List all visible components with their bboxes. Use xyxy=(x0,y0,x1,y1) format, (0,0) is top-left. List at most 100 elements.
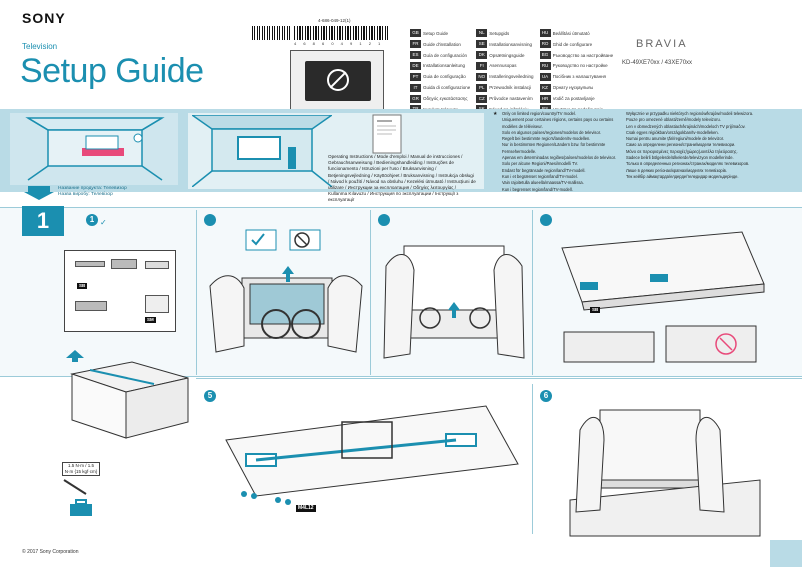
cover-illustration xyxy=(290,50,384,112)
product-category: Television xyxy=(22,42,58,51)
language-name: Installationsanvisning xyxy=(489,41,533,47)
region-note: Regelt bei bestimmte regio's/landen/tv-m… xyxy=(502,136,591,142)
stand-tag-2: SB xyxy=(590,307,601,313)
language-name: Орнату нұсқаулығы xyxy=(552,85,594,91)
region-note: Μόνο σε περιορισμένες περιοχές/χώρες/μον… xyxy=(626,148,738,154)
substep-2-badge xyxy=(204,214,216,226)
panel-divider xyxy=(532,210,533,375)
language-code: UA xyxy=(539,72,551,81)
language-code: SE xyxy=(476,40,488,49)
language-code: NL xyxy=(476,29,488,38)
product-name-ua: Назва виробу: Телевізор xyxy=(58,192,113,197)
region-note: Nur in bestimmten Regionen/Ländern bzw. … xyxy=(502,142,606,154)
language-code: IT xyxy=(410,83,421,92)
model-numbers: KD-49XE70xx / 43XE70xx xyxy=(622,60,693,66)
language-code: NO xyxy=(476,72,488,81)
substep-6-badge: 6 xyxy=(540,390,552,402)
language-name: Guida di configurazione xyxy=(423,85,471,91)
region-note: Kun i et begrænset region/land/TV-model. xyxy=(502,173,578,179)
manual-booklet-icon xyxy=(372,114,402,154)
panel-divider xyxy=(370,210,371,375)
language-name: Ghid de configurare xyxy=(552,41,593,47)
product-name-label: Название продукта: Телевизор Назва вироб… xyxy=(58,186,127,198)
room-wall-illustration xyxy=(192,115,332,187)
document-number: 4-686-049-12(1) xyxy=(318,18,351,23)
arrow-up-icon xyxy=(66,350,84,362)
region-note: Only on limited region/country/TV model. xyxy=(502,111,576,116)
operating-instructions-list: Operating Instructions / Mode d'emploi /… xyxy=(328,154,476,203)
screw-stand-illustration xyxy=(225,405,519,505)
checklist-icon: ✓ xyxy=(100,218,107,227)
unpack-tv-illustration xyxy=(209,229,363,353)
step-number: 1 xyxy=(22,206,64,236)
language-code: FI xyxy=(476,61,488,70)
place-tv-illustration xyxy=(569,409,761,537)
remote-icon xyxy=(145,261,169,269)
region-note: Sadece belirli bölgelerde/ülkelerde/tele… xyxy=(626,155,734,161)
torque-spec: 1.5 N·m / 1.5 N·m {15 kgf·cm} xyxy=(62,462,100,476)
language-code: HR xyxy=(539,94,551,103)
region-notes-1: Only on limited region/country/TV model.… xyxy=(502,111,622,193)
manual-icon xyxy=(145,295,169,313)
region-note: Apenas em determinadas regiões/países/mo… xyxy=(502,155,617,161)
language-code: RO xyxy=(539,40,551,49)
substep-4-badge xyxy=(540,214,552,226)
language-name: Installeringsveiledning xyxy=(489,74,534,80)
language-name: Guía de configuración xyxy=(423,52,468,58)
region-note: Kun i begrenset region/land/TV-modell. xyxy=(502,186,573,192)
language-code: DK xyxy=(476,51,488,60)
stand-tag: SB xyxy=(77,283,88,289)
language-code: GR xyxy=(410,94,421,103)
language-name: Ръководство за настройване xyxy=(552,52,614,58)
room-illustration xyxy=(25,117,165,181)
language-code: GB xyxy=(410,29,421,38)
language-code: HU xyxy=(539,29,551,38)
language-name: Opsætningsguide xyxy=(489,52,525,58)
language-code: PT xyxy=(410,72,421,81)
region-note: Csak egyes régiókban/országokban/tv-mode… xyxy=(626,129,719,135)
region-note: Vain rajoitetulla alueella/maassa/TV-mal… xyxy=(502,180,584,186)
section-divider xyxy=(196,378,802,379)
screwdriver-icon xyxy=(63,479,92,516)
language-name: Посібник з налаштування xyxy=(552,74,606,80)
language-name: Setup Guide xyxy=(423,30,449,36)
language-code: FR xyxy=(410,40,421,49)
language-code: BG xyxy=(539,51,551,60)
barcode-small xyxy=(252,26,292,40)
region-note: Только в определенных регионах/странах/м… xyxy=(626,161,750,167)
lift-tv-illustration xyxy=(383,245,525,359)
copyright: © 2017 Sony Corporation xyxy=(22,549,79,555)
product-name-ru: Название продукта: Телевизор xyxy=(58,186,127,191)
no-touch-icon xyxy=(327,69,349,91)
language-name: Οδηγός εγκατάστασης xyxy=(423,96,468,102)
language-name: Przewodnik instalacji xyxy=(489,85,532,91)
series-logo: BRAVIA xyxy=(636,38,688,50)
language-code: ES xyxy=(410,51,421,60)
corner-tab xyxy=(770,540,802,567)
substep-5-badge: 5 xyxy=(204,390,216,402)
region-note: Wyłącznie w przypadku niektórych regionó… xyxy=(626,111,754,116)
language-name: Beállítási útmutató xyxy=(552,30,590,36)
language-code: KZ xyxy=(539,83,551,92)
language-code: PL xyxy=(476,83,488,92)
region-note: Len v obmedzených oblastiach/krajinách/m… xyxy=(626,123,746,129)
region-note: Endast för begränsade region/land/TV-mod… xyxy=(502,167,586,173)
barcode-digits: 4 6 8 6 0 4 9 1 2 1 xyxy=(294,41,384,46)
accessories-box: SB SM xyxy=(64,250,176,332)
